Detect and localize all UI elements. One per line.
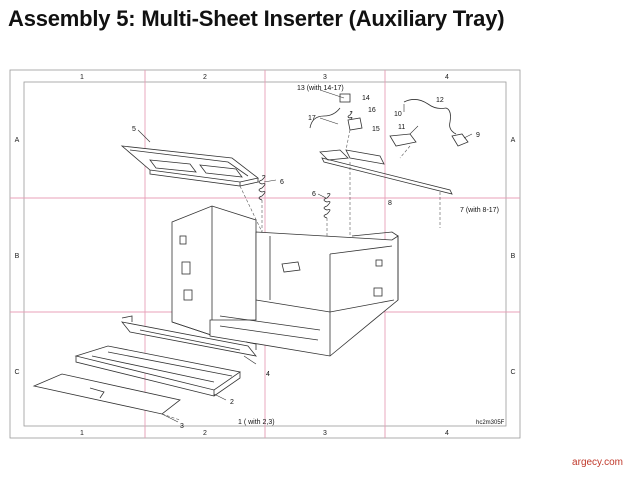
part-3-tray-extension	[32, 373, 181, 421]
callout-3: 3	[180, 423, 184, 430]
site-credit: argecy.com	[572, 457, 623, 468]
callout-1: 1 ( with 2,3)	[238, 419, 275, 426]
col-label-top: 1	[80, 74, 84, 81]
part-2-tray	[74, 345, 242, 397]
callout-10: 10	[394, 111, 402, 118]
callout-13: 13 (with 14-17)	[297, 85, 344, 92]
callout-6a: 6	[280, 179, 284, 186]
row-label-right: C	[510, 369, 515, 376]
grid-labels: 1 2 3 4 1 2 3 4 A B C A B C	[14, 74, 515, 437]
callouts: 1 ( with 2,3) 2 3 4 5 6 6 7 (with 8-17) …	[132, 85, 505, 430]
page-title: Assembly 5: Multi-Sheet Inserter (Auxili…	[8, 6, 505, 31]
part-7-pickup-shaft	[319, 149, 453, 238]
leader-lines	[137, 89, 473, 423]
main-frame	[171, 205, 399, 357]
row-label-left: B	[15, 253, 20, 260]
callout-15: 15	[372, 126, 380, 133]
row-label-right: A	[511, 137, 516, 144]
col-label-bottom: 3	[323, 430, 327, 437]
figure-id: hc2m305F	[476, 420, 505, 426]
callout-8: 8	[388, 200, 392, 207]
callout-7: 7 (with 8-17)	[460, 207, 499, 214]
col-label-top: 3	[323, 74, 327, 81]
col-label-top: 4	[445, 74, 449, 81]
part-5-lift-plate	[120, 145, 263, 233]
callout-9: 9	[476, 132, 480, 139]
part-4-guide-rail	[121, 315, 257, 357]
callout-12: 12	[436, 97, 444, 104]
callout-6b: 6	[312, 191, 316, 198]
col-label-bottom: 1	[80, 430, 84, 437]
col-label-bottom: 2	[203, 430, 207, 437]
col-label-bottom: 4	[445, 430, 449, 437]
parts-9-17-sensor-assembly	[309, 93, 469, 159]
callout-11: 11	[398, 124, 405, 131]
row-label-left: C	[14, 369, 19, 376]
row-label-right: B	[511, 253, 516, 260]
callout-4: 4	[266, 371, 270, 378]
callout-14: 14	[362, 95, 370, 102]
callout-2: 2	[230, 399, 234, 406]
callout-17: 17	[308, 115, 316, 122]
callout-16: 16	[368, 107, 376, 114]
row-label-left: A	[15, 137, 20, 144]
col-label-top: 2	[203, 74, 207, 81]
callout-5: 5	[132, 126, 136, 133]
